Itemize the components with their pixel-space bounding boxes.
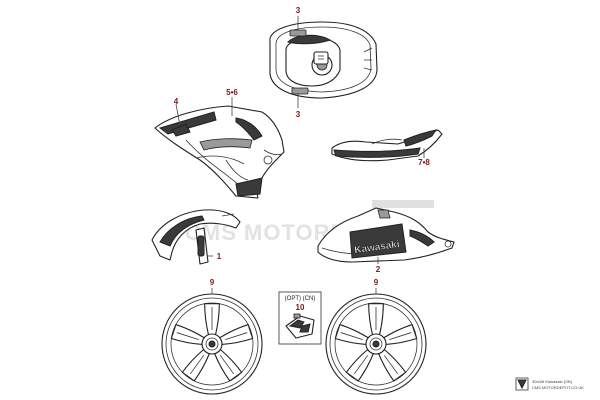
option-box-label: (OPT) (CN) <box>285 296 316 302</box>
callout-3-top: 3 <box>296 6 301 15</box>
wheel-spoke-line <box>219 355 235 375</box>
wheel-spoke <box>219 324 254 346</box>
watermark-stamp <box>372 200 434 208</box>
wheel-spoke <box>383 324 418 346</box>
wheel-spoke-line <box>189 355 205 375</box>
wheel-right <box>325 293 427 395</box>
callout-5-6: 5•6 <box>226 88 238 97</box>
wheel-spoke-line <box>389 332 412 341</box>
lower-cowl: Kawasaki <box>317 207 455 263</box>
callout-9-left: 9 <box>210 278 215 287</box>
wheel-spoke-line <box>383 355 399 375</box>
callout-9-right: 9 <box>374 278 379 287</box>
leader-4 <box>175 103 181 127</box>
wheel-spoke <box>334 324 369 346</box>
wheel-spoke-line <box>225 332 248 341</box>
callout-1: 1 <box>217 252 222 261</box>
side-fairing <box>154 105 285 199</box>
callout-2: 2 <box>376 265 381 274</box>
fuel-tank-cover <box>269 21 378 99</box>
footer-reference: 30n/06 Kawasaki (GB) CMS MOTORDEPOT.CO.U… <box>515 377 584 391</box>
callout-3-bottom: 3 <box>296 110 301 119</box>
footer-line1: 30n/06 Kawasaki (GB) <box>532 379 573 384</box>
front-fender <box>151 209 241 265</box>
footer-line2: CMS MOTORDEPOT.CO.UK <box>532 385 584 390</box>
callout-7-8: 7•8 <box>418 158 430 167</box>
option-box: (OPT) (CN) <box>278 291 322 345</box>
wheel-spoke-line <box>176 332 199 341</box>
wheel-spoke-line <box>353 355 369 375</box>
option-part-icon <box>285 313 315 339</box>
wheel-spoke <box>170 324 205 346</box>
callout-10: 10 <box>296 303 305 312</box>
wheel-spoke-line <box>340 332 363 341</box>
wheel-left <box>161 293 263 395</box>
callout-4: 4 <box>174 97 179 106</box>
seat-cowl <box>331 129 443 162</box>
